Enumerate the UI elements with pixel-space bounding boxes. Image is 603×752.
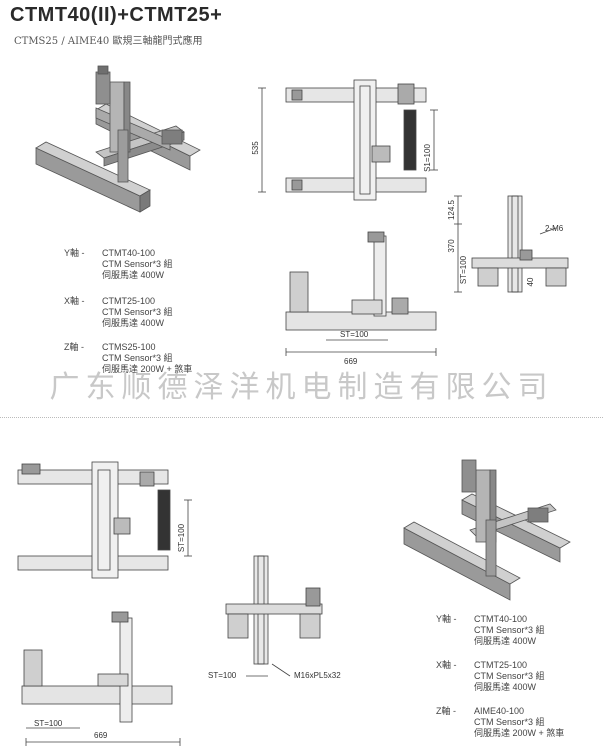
spec-line: CTM Sensor*3 組: [102, 259, 173, 269]
spec-line: 伺服馬達 400W: [102, 270, 165, 280]
spec-line: CTMS25-100: [102, 342, 156, 352]
spec-line: 伺服馬達 200W + 煞車: [474, 728, 565, 738]
spec-line: CTM Sensor*3 組: [474, 625, 545, 635]
section-divider: [0, 417, 603, 418]
spec-axis-label: Y軸 -: [64, 248, 85, 258]
dim-st100-plan-bottom: ST=100: [177, 523, 186, 552]
spec-line: 伺服馬達 400W: [102, 318, 165, 328]
dim-2-m6: 2-M6: [545, 224, 564, 233]
iso-model-bottom: [403, 459, 571, 601]
dim-s1-100: S1=100: [423, 144, 432, 172]
spec-line: CTMT40-100: [474, 614, 528, 624]
dim-st100-vertical: ST=100: [459, 255, 468, 284]
spec-line: 伺服馬達 400W: [474, 682, 537, 692]
dim-m16: M16xPL5x32: [294, 671, 341, 680]
spec-line: 伺服馬達 400W: [474, 636, 537, 646]
dim-st100-top: ST=100: [340, 330, 369, 339]
spec-line: CTM Sensor*3 組: [474, 671, 545, 681]
dim-535: 535: [251, 141, 260, 155]
spec-line: CTMT25-100: [102, 296, 156, 306]
side-view-top: [454, 195, 569, 293]
dim-669-top: 669: [344, 357, 358, 366]
spec-axis-label: X軸 -: [436, 660, 457, 670]
page-title: CTMT40(II)+CTMT25+: [10, 4, 223, 26]
iso-model-top: [35, 65, 201, 213]
front-view-bottom: [21, 611, 181, 746]
spec-axis-label: Z軸 -: [64, 342, 84, 352]
spec-line: CTMT25-100: [474, 660, 528, 670]
dim-669-bottom: 669: [94, 731, 108, 740]
dim-124-5: 124.5: [447, 199, 456, 220]
spec-line: CTM Sensor*3 組: [102, 307, 173, 317]
spec-line: CTMT40-100: [102, 248, 156, 258]
page-subtitle: CTMS25 / AIME40 歐規三軸龍門式應用: [14, 36, 203, 47]
watermark: 广东顺德泽洋机电制造有限公司: [49, 370, 554, 405]
plan-view-top: [258, 79, 438, 201]
spec-axis-label: X軸 -: [64, 296, 85, 306]
dim-st100-front-bottom: ST=100: [34, 719, 63, 728]
dim-st100-side-bottom: ST=100: [208, 671, 237, 680]
side-view-bottom: [225, 555, 323, 677]
spec-axis-label: Y軸 -: [436, 614, 457, 624]
dim-370: 370: [447, 239, 456, 253]
plan-view-bottom: [17, 461, 192, 579]
spec-line: AIME40-100: [474, 706, 525, 716]
spec-line: 伺服馬達 200W + 煞車: [102, 364, 193, 374]
spec-axis-label: Z軸 -: [436, 706, 456, 716]
front-view-top: [285, 231, 437, 356]
spec-line: CTM Sensor*3 組: [474, 717, 545, 727]
dim-40: 40: [526, 277, 535, 286]
spec-line: CTM Sensor*3 組: [102, 353, 173, 363]
